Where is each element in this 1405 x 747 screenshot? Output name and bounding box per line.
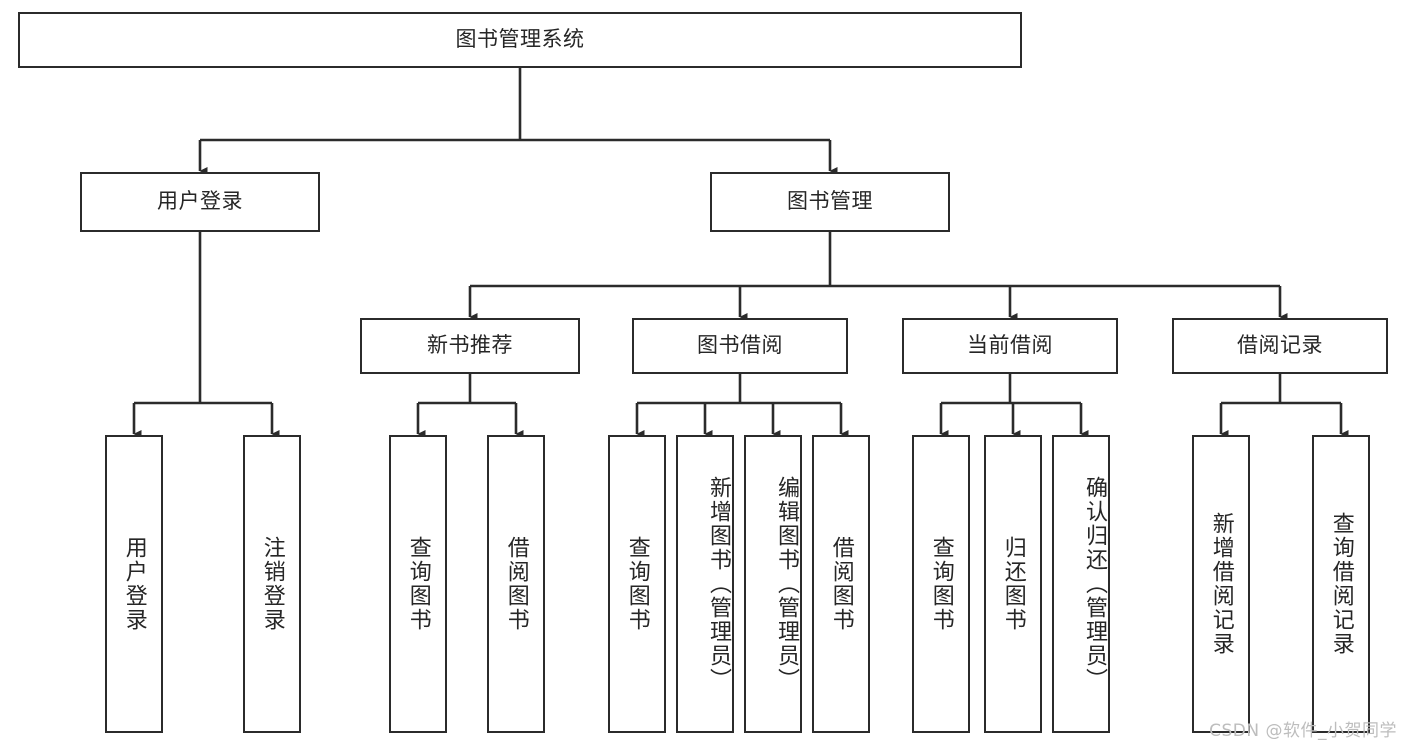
node-leaf-user-logout: 注销登录 <box>243 435 301 733</box>
node-leaf-add-book: 新增图书（管理员） <box>676 435 734 733</box>
node-book-mgmt: 图书管理 <box>710 172 950 232</box>
node-new-book-rec: 新书推荐 <box>360 318 580 374</box>
node-root: 图书管理系统 <box>18 12 1022 68</box>
node-leaf-query-record: 查询借阅记录 <box>1312 435 1370 733</box>
node-leaf-borrow-book-1: 借阅图书 <box>487 435 545 733</box>
node-current-borrow: 当前借阅 <box>902 318 1118 374</box>
node-label: 借阅记录 <box>1237 333 1323 358</box>
node-label: 新增图书（管理员） <box>706 476 731 692</box>
node-label: 当前借阅 <box>967 333 1053 358</box>
node-leaf-query-book-1: 查询图书 <box>389 435 447 733</box>
node-label: 图书管理系统 <box>455 27 585 52</box>
node-label: 借阅图书 <box>503 536 529 632</box>
node-leaf-borrow-book-2: 借阅图书 <box>812 435 870 733</box>
node-leaf-add-record: 新增借阅记录 <box>1192 435 1250 733</box>
node-label: 新书推荐 <box>427 333 513 358</box>
watermark-text: CSDN @软件_小贺同学 <box>1209 721 1397 741</box>
node-label: 用户登录 <box>121 536 147 632</box>
node-label: 查询图书 <box>928 536 954 632</box>
node-borrow-record: 借阅记录 <box>1172 318 1388 374</box>
node-label: 借阅图书 <box>828 536 854 632</box>
node-leaf-edit-book: 编辑图书（管理员） <box>744 435 802 733</box>
node-leaf-confirm-return: 确认归还（管理员） <box>1052 435 1110 733</box>
node-label: 编辑图书（管理员） <box>774 476 799 692</box>
node-book-borrow: 图书借阅 <box>632 318 848 374</box>
node-leaf-return-book: 归还图书 <box>984 435 1042 733</box>
node-label: 注销登录 <box>259 536 285 632</box>
node-label: 确认归还（管理员） <box>1082 476 1107 692</box>
node-label: 图书管理 <box>787 189 873 214</box>
node-label: 用户登录 <box>157 189 243 214</box>
node-label: 图书借阅 <box>697 333 783 358</box>
node-label: 查询图书 <box>624 536 650 632</box>
node-user-login: 用户登录 <box>80 172 320 232</box>
node-leaf-query-book-2: 查询图书 <box>608 435 666 733</box>
node-leaf-user-login: 用户登录 <box>105 435 163 733</box>
node-label: 查询借阅记录 <box>1328 512 1354 656</box>
node-leaf-query-book-3: 查询图书 <box>912 435 970 733</box>
node-label: 新增借阅记录 <box>1208 512 1234 656</box>
node-label: 查询图书 <box>405 536 431 632</box>
node-label: 归还图书 <box>1000 536 1026 632</box>
